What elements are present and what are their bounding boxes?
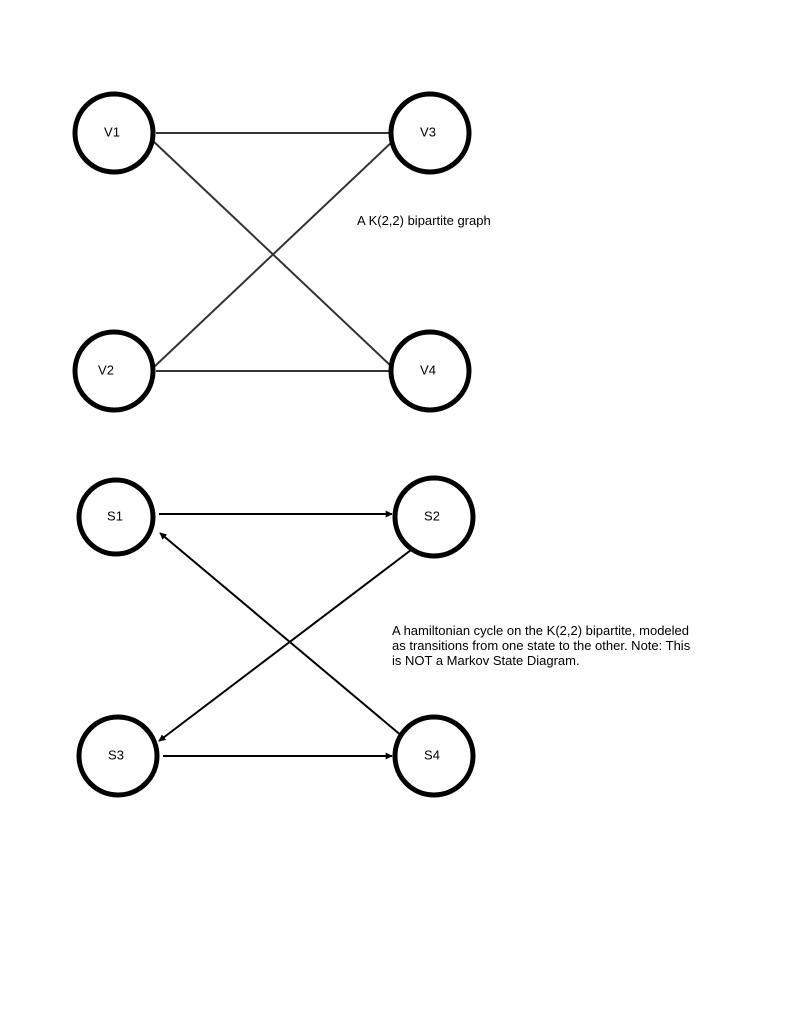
node-v1-circle: [72, 91, 156, 175]
node-v2-label: V2: [98, 362, 114, 377]
node-v2: V2: [72, 329, 156, 413]
node-v1-label: V1: [104, 124, 120, 139]
top-graph-caption: A K(2,2) bipartite graph: [357, 213, 491, 228]
node-v2-circle: [72, 329, 156, 413]
node-v1: V1: [72, 91, 156, 175]
arrow-s2-s3: [158, 549, 412, 742]
edge-v1-v4: [151, 139, 393, 368]
node-v4: V4: [388, 329, 472, 413]
edge-v2-v3: [153, 139, 395, 368]
arrow-s4-s1: [159, 532, 410, 743]
node-v3-circle: [388, 91, 472, 175]
node-s3-label: S3: [108, 747, 124, 762]
top-graph-nodes: V1 V2 V3 V4: [72, 91, 472, 413]
node-s4: S4: [392, 714, 476, 798]
bottom-graph-arrows: [158, 510, 412, 760]
node-s2-label: S2: [424, 508, 440, 523]
node-s1-circle: [76, 477, 156, 557]
node-s1-label: S1: [107, 508, 123, 523]
node-s4-label: S4: [424, 747, 440, 762]
node-s3-circle: [76, 714, 160, 798]
node-v3: V3: [388, 91, 472, 175]
node-s2-circle: [392, 475, 476, 559]
node-s3: S3: [76, 714, 160, 798]
node-v4-circle: [388, 329, 472, 413]
bottom-graph-nodes: S1 S2 S3 S4: [76, 475, 476, 798]
node-s2: S2: [392, 475, 476, 559]
node-s4-circle: [392, 714, 476, 798]
node-s1: S1: [76, 477, 156, 557]
bottom-graph-caption: A hamiltonian cycle on the K(2,2) bipart…: [392, 623, 691, 668]
node-v4-label: V4: [420, 362, 436, 377]
top-graph-edges: [151, 132, 395, 372]
node-v3-label: V3: [420, 124, 436, 139]
